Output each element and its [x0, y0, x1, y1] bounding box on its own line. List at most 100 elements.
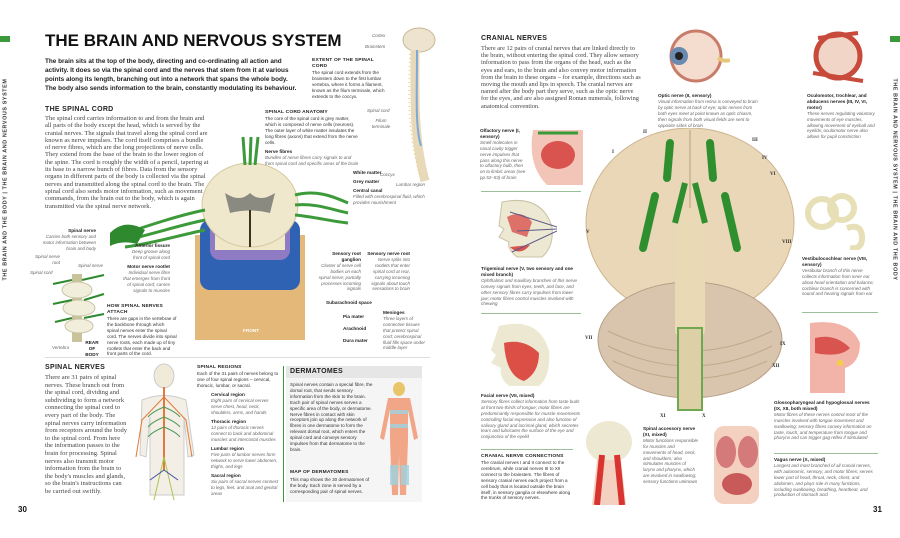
- divider: [481, 191, 581, 192]
- meninges-label: Meninges Three layers of connective tiss…: [383, 310, 427, 351]
- spinal-cord-text: The spinal cord carries information to a…: [45, 115, 209, 210]
- label-spinal-nerve-root: Spinal nerve root: [34, 254, 60, 265]
- label-title: Glossopharyngeal and hypoglossal nerves …: [774, 400, 870, 411]
- page-title: THE BRAIN AND NERVOUS SYSTEM: [45, 31, 342, 50]
- trigeminal-head-illustration: [498, 199, 557, 258]
- label-title: Central canal: [353, 188, 383, 193]
- numeral-xi: XI: [660, 414, 666, 419]
- label-title: Oculomotor, trochlear, and abducens nerv…: [807, 93, 868, 110]
- region-title: Thoracic region: [211, 419, 247, 424]
- label-v-spinal-nerve: Spinal nerve: [78, 263, 104, 268]
- label-text: Motor functions responsible for muscles …: [643, 437, 699, 485]
- label-text: Deep groove along front of spinal cord: [131, 248, 170, 260]
- label-title: Spinal nerve: [68, 228, 96, 233]
- label-white-matter: White matter: [353, 170, 382, 175]
- region-title: Sacral region: [211, 473, 241, 478]
- label-v-spinal-cord: Spinal cord: [30, 270, 53, 275]
- numeral-iv: IV: [762, 156, 768, 161]
- label-dura-mater: Dura mater: [343, 338, 368, 343]
- divider: [481, 449, 573, 450]
- facial-head-illustration: [491, 323, 550, 386]
- label-subarachnoid: Subarachnoid space: [326, 300, 372, 305]
- label-text: Smell molecules in nasal cavity trigger …: [480, 139, 526, 181]
- spinal-nerve-label: Spinal nerve Carries both sensory and mo…: [36, 228, 96, 252]
- page-number-left: 30: [18, 505, 27, 514]
- label-filum: Filum terminale: [371, 118, 391, 129]
- anatomy-block: SPINAL CORD ANATOMY The core of the spin…: [265, 110, 361, 146]
- region-text: 12 pairs of thoracic nerves connect to b…: [211, 424, 276, 442]
- label-text: Vestibular branch of this nerve collects…: [802, 267, 874, 297]
- numeral-ii: II: [643, 130, 647, 135]
- central-canal-label: Central canal Filled with cerebrospinal …: [353, 188, 425, 206]
- label-coccyx: Coccyx: [380, 172, 395, 177]
- dermatome-map-illustration: [380, 382, 418, 495]
- numeral-vi: VI: [770, 172, 776, 177]
- label-text: Cluster of nerve cell bodies on each spi…: [318, 262, 361, 292]
- label-text: These nerves regulating voluntary moveme…: [807, 110, 875, 140]
- inner-ear-illustration: [805, 193, 866, 250]
- label-title: Motor nerve rootlet: [127, 264, 170, 269]
- eye-muscles-illustration: [812, 31, 864, 83]
- label-text: Carries both sensory and motor informati…: [42, 233, 96, 251]
- sensory-root-label: Sensory nerve root Nerve splits into roo…: [364, 251, 410, 292]
- label-title: Vagus nerve (X, mixed): [774, 457, 826, 462]
- vestibulocochlear-label: Vestibulocochlear nerve (VIII, sensory)V…: [802, 256, 878, 297]
- label-title: Spinal accessory nerve (XI, mixed): [643, 426, 696, 437]
- divider: [481, 313, 581, 314]
- region-title: Lumbar region: [211, 446, 244, 451]
- brain-base-illustration: [585, 128, 795, 411]
- region-text: Eight pairs of cervical nerves serve che…: [211, 397, 269, 415]
- connections-heading: CRANIAL NERVE CONNECTIONS: [481, 454, 564, 459]
- dermatomes-box: DERMATOMES Spinal nerves contain a speci…: [286, 366, 422, 502]
- label-brainstem: Brainstem: [365, 44, 386, 49]
- dermatomes-heading: DERMATOMES: [286, 366, 422, 378]
- numeral-vii: VII: [585, 336, 593, 341]
- region-text: Five pairs of lumbar nerves form network…: [211, 451, 278, 469]
- eye-illustration: [669, 29, 730, 83]
- glossopharyngeal-label: Glossopharyngeal and hypoglossal nerves …: [774, 400, 878, 441]
- label-cortex: Cortex: [372, 33, 386, 38]
- label-arachnoid: Arachnoid: [343, 326, 367, 331]
- connections-text: The cranial nerves I and II connect to t…: [481, 460, 571, 501]
- label-title: Nerve fibres: [265, 149, 293, 154]
- numeral-viii: VIII: [782, 240, 792, 245]
- connections-block: CRANIAL NERVE CONNECTIONS The cranial ne…: [481, 454, 575, 501]
- oculomotor-label: Oculomotor, trochlear, and abducens nerv…: [807, 93, 875, 140]
- regions-block: SPINAL REGIONS Each of the 31 pairs of n…: [197, 365, 279, 389]
- vagus-label: Vagus nerve (X, mixed)Longest and most b…: [774, 457, 878, 498]
- anatomy-text: The core of the spinal cord is grey matt…: [265, 116, 358, 145]
- spinal-cord-heading: THE SPINAL CORD: [45, 106, 114, 113]
- facial-label: Facial nerve (VII, mixed)Sensory fibres …: [481, 393, 581, 440]
- throat-illustration: [810, 322, 860, 393]
- spinal-nerves-body-illustration: [135, 363, 195, 501]
- section-marker-right: [890, 36, 900, 42]
- label-title: Trigeminal nerve (V, two sensory and one…: [481, 266, 574, 277]
- spinal-nerves-text: There are 31 pairs of spinal nerves. The…: [45, 374, 127, 495]
- dermatomes-text: Spinal nerves contain a special fibre, t…: [290, 382, 373, 452]
- label-text: Sensory fibres collect information from …: [481, 398, 581, 440]
- label-lumbar: Lumbar region: [396, 182, 426, 187]
- label-title: Vestibulocochlear nerve (VIII, sensory): [802, 256, 868, 267]
- intro-text: The brain sits at the top of the body, d…: [45, 58, 297, 92]
- extent-heading: EXTENT OF THE SPINAL CORD: [312, 58, 374, 69]
- label-title: Sensory nerve root: [367, 251, 410, 256]
- attach-text: There are gaps in the vertebrae of the b…: [107, 316, 177, 357]
- sensory-ganglion-label: Sensory root ganglion Cluster of nerve c…: [318, 251, 361, 292]
- map-heading: MAP OF DERMATOMES: [290, 470, 349, 475]
- regions-heading: SPINAL REGIONS: [197, 365, 242, 370]
- numeral-iii: III: [752, 138, 758, 143]
- regions-text: Each of the 31 pairs of nerves belong to…: [197, 371, 279, 388]
- vertebra-illustration: [52, 274, 105, 342]
- label-text: Ophthalmic and maxillary branches of thi…: [481, 277, 578, 307]
- label-text: Longest and most branched of all cranial…: [774, 462, 873, 498]
- map-text: This map shows the 30 dermatomes of the …: [290, 477, 370, 494]
- divider: [802, 312, 878, 313]
- label-text: Individual nerve fibre that emerges from…: [123, 269, 170, 293]
- label-title: Olfactory nerve (I, sensory): [480, 128, 520, 139]
- label-text: Three layers of connective tissues that …: [383, 315, 426, 351]
- numeral-v: V: [586, 230, 590, 235]
- attach-heading: HOW SPINAL NERVES ATTACH: [107, 304, 163, 315]
- spinal-cord-cross-section: [110, 136, 349, 340]
- numeral-x: X: [702, 414, 706, 419]
